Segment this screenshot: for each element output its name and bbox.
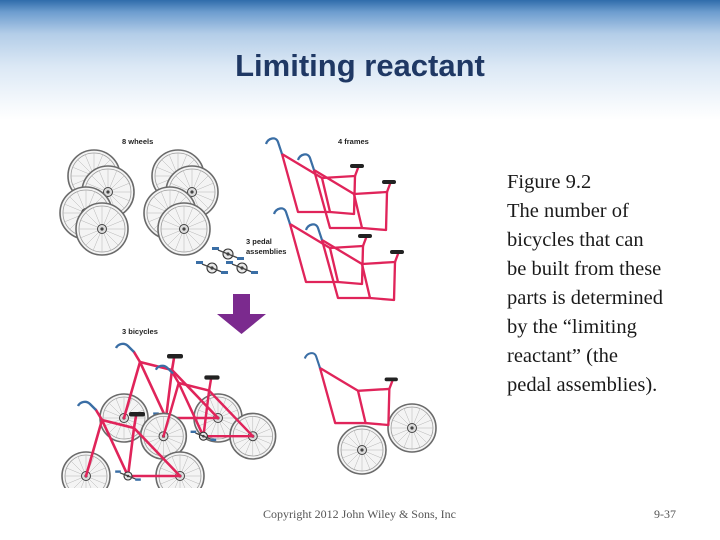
bicycle-frame-icon xyxy=(296,153,396,232)
wheel-icon xyxy=(157,202,211,256)
caption-line: pedal assemblies). xyxy=(507,374,658,396)
bicycle-frame-icon xyxy=(272,207,372,286)
bicycles-group xyxy=(61,342,437,488)
wheel-icon xyxy=(387,403,437,453)
label-wheels: 8 wheels xyxy=(122,137,153,146)
frames-group xyxy=(264,137,404,302)
pedals-group xyxy=(196,247,258,274)
slide-header xyxy=(0,0,720,120)
bicycle-icon xyxy=(139,364,277,460)
wheel-icon xyxy=(61,451,111,488)
arrow-group xyxy=(217,294,266,334)
caption-line: reactant” (the xyxy=(507,345,618,367)
page-number: 9-37 xyxy=(654,507,676,521)
bicycle-icon xyxy=(99,342,243,443)
label-bicycles: 3 bicycles xyxy=(122,327,158,336)
wheel-icon xyxy=(337,425,387,475)
leftover-frame-icon xyxy=(303,352,437,475)
bicycle-icon xyxy=(61,400,205,488)
bicycle-figure-canvas: 8 wheels 4 frames 3 pedal assemblies 3 b… xyxy=(59,137,437,488)
bicycle-frame-icon xyxy=(304,223,404,302)
caption-line: The number of xyxy=(507,200,629,222)
label-pedals-line2: assemblies xyxy=(246,247,286,256)
slide-title: Limiting reactant xyxy=(235,48,485,83)
bicycle-frame-icon xyxy=(303,352,398,427)
caption-line: bicycles that can xyxy=(507,229,644,251)
pedal-assembly-icon xyxy=(190,430,217,441)
pedal-assembly-icon xyxy=(212,247,244,260)
caption-line: by the “limiting xyxy=(507,316,637,338)
figure-caption: Figure 9.2 The number of bicycles that c… xyxy=(507,168,707,400)
caption-line: Figure 9.2 xyxy=(507,171,592,193)
caption-line: be built from these xyxy=(507,258,662,280)
pedal-assembly-icon xyxy=(226,261,258,274)
copyright-text: Copyright 2012 John Wiley & Sons, Inc xyxy=(263,507,456,521)
bicycle-frame-icon xyxy=(264,137,364,216)
pedal-assembly-icon xyxy=(196,261,228,274)
wheels-group xyxy=(59,149,219,256)
caption-line: parts is determined xyxy=(507,287,663,309)
bicycle-figure: 8 wheels 4 frames 3 pedal assemblies 3 b… xyxy=(50,128,490,488)
label-pedals-line1: 3 pedal xyxy=(246,237,272,246)
down-arrow-icon xyxy=(217,294,266,334)
pedal-assembly-icon xyxy=(115,470,141,481)
label-frames: 4 frames xyxy=(338,137,369,146)
wheel-icon xyxy=(75,202,129,256)
